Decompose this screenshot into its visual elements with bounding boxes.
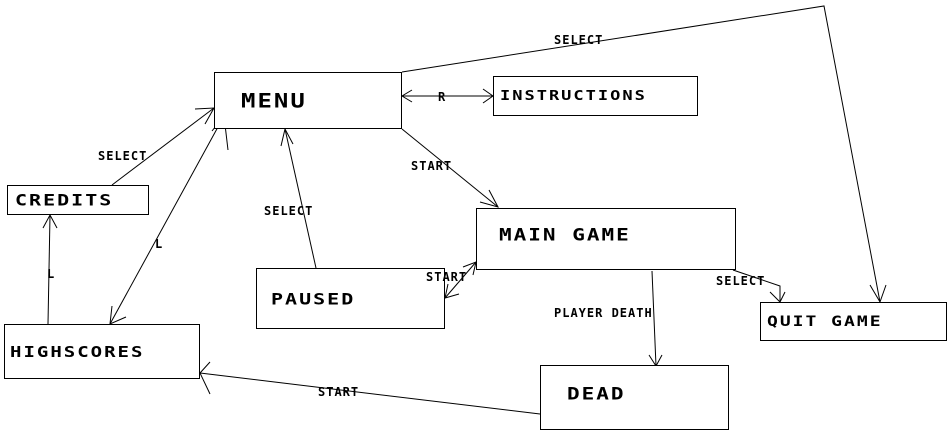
arrowhead-paused-menu [280,127,294,147]
edge-label-main-game-paused: START [426,270,468,284]
node-instructions: INSTRUCTIONS [493,76,698,116]
node-highscores: HIGHSCORES [4,324,200,379]
node-quit-game-label: QUIT GAME [767,313,883,330]
node-credits-label: CREDITS [15,190,114,210]
edge-label-menu-main-game: START [411,159,453,173]
edge-label-highscores-credits: L [47,267,56,281]
node-main-game: MAIN GAME [476,208,736,270]
edge-credits-to-menu [111,107,215,186]
edge-label-menu-quit: SELECT [554,33,604,47]
node-dead: DEAD [540,365,729,430]
edge-menu-to-quit-game [401,5,881,303]
edge-dead-to-highscores [199,372,541,415]
edge-label-dead-highscores: START [318,385,360,399]
edge-label-menu-instructions: R [438,90,447,104]
node-menu: MENU [214,72,402,129]
arrowhead-quit-left [769,291,786,303]
edge-highscores-menu [109,115,225,325]
edge-main-game-to-dead [651,270,657,367]
arrowhead-credits [42,213,58,229]
edge-label-main-game-quit: SELECT [716,274,766,288]
arrowhead-menu-left [401,89,413,103]
edge-paused-to-menu [284,128,317,269]
edge-highscores-to-credits [47,214,51,325]
edge-label-main-game-dead: PLAYER DEATH [554,306,653,320]
node-highscores-label: HIGHSCORES [10,342,145,361]
edge-menu-to-main-game [401,128,499,208]
edge-main-game-to-quit [732,269,781,302]
node-paused: PAUSED [256,268,445,329]
arrowhead-highscores [199,361,211,395]
node-paused-label: PAUSED [271,288,356,309]
node-quit-game: QUIT GAME [760,302,947,341]
edge-label-credits-menu: SELECT [98,149,148,163]
edge-main-game-paused [444,261,477,299]
node-menu-label: MENU [241,89,307,112]
node-dead-label: DEAD [567,384,626,404]
arrowhead-paused-side [444,283,460,299]
edge-label-highscores-menu: L [155,237,164,251]
node-credits: CREDITS [7,185,149,215]
node-instructions-label: INSTRUCTIONS [500,88,647,104]
arrowhead-main-game [479,189,499,208]
node-main-game-label: MAIN GAME [499,225,631,245]
edge-label-paused-menu: SELECT [264,204,314,218]
